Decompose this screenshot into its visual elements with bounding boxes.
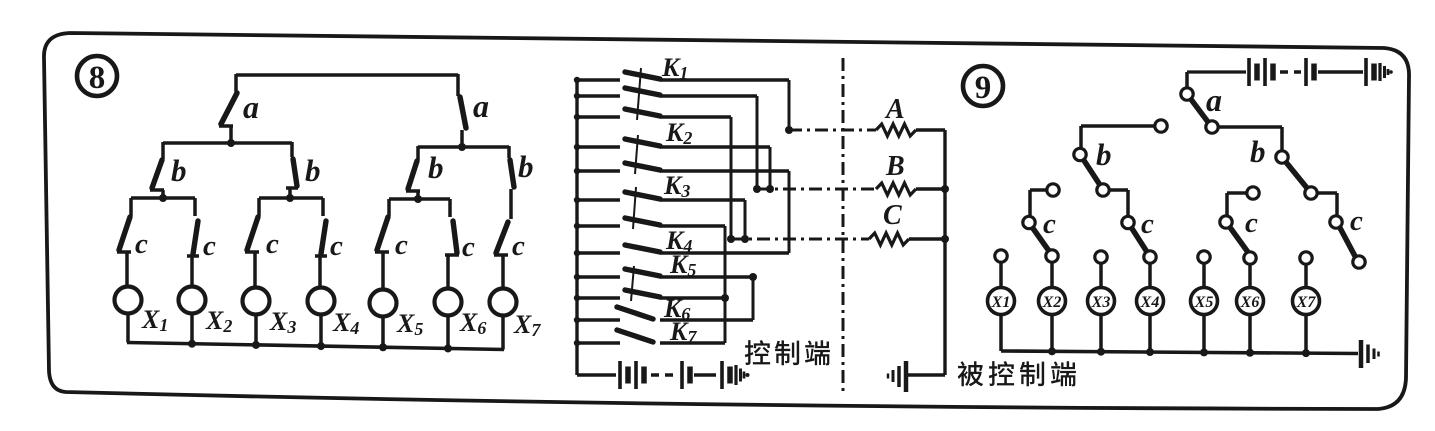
svg-text:X1: X1: [991, 294, 1011, 311]
svg-text:c: c: [203, 230, 216, 262]
svg-text:K5: K5: [669, 250, 696, 280]
svg-text:c: c: [1141, 208, 1154, 240]
svg-text:K3: K3: [663, 171, 690, 201]
svg-text:c: c: [135, 228, 148, 260]
svg-text:X2: X2: [1042, 294, 1062, 311]
svg-text:9: 9: [975, 70, 992, 106]
svg-text:A: A: [884, 94, 905, 125]
svg-text:X3: X3: [1091, 294, 1111, 311]
svg-text:b: b: [1250, 134, 1266, 169]
svg-text:b: b: [1096, 137, 1112, 172]
svg-text:C: C: [883, 200, 902, 231]
svg-text:a: a: [243, 89, 259, 125]
svg-text:X6: X6: [1240, 294, 1260, 311]
svg-text:c: c: [330, 230, 343, 262]
svg-text:b: b: [428, 150, 444, 185]
svg-text:X1: X1: [141, 305, 168, 335]
svg-text:X6: X6: [459, 308, 486, 338]
svg-text:c: c: [462, 231, 475, 263]
svg-text:a: a: [473, 88, 489, 124]
svg-text:X7: X7: [1296, 294, 1317, 311]
svg-text:X4: X4: [332, 308, 359, 338]
svg-text:c: c: [512, 230, 525, 262]
svg-text:K2: K2: [665, 118, 692, 148]
svg-text:b: b: [171, 153, 187, 188]
svg-text:b: b: [518, 149, 534, 184]
svg-text:X4: X4: [1140, 294, 1160, 311]
svg-text:X3: X3: [269, 307, 296, 337]
svg-text:c: c: [1245, 207, 1258, 239]
svg-text:c: c: [1350, 205, 1363, 237]
svg-text:8: 8: [89, 60, 106, 96]
svg-text:B: B: [885, 151, 905, 182]
svg-text:a: a: [1206, 82, 1222, 118]
svg-text:K1: K1: [661, 53, 688, 83]
svg-text:X7: X7: [513, 310, 541, 340]
svg-text:X5: X5: [1194, 294, 1214, 311]
svg-text:c: c: [395, 229, 408, 261]
svg-text:b: b: [305, 153, 321, 188]
svg-text:c: c: [266, 228, 279, 260]
svg-text:X5: X5: [396, 309, 423, 339]
svg-text:X2: X2: [205, 306, 232, 336]
svg-text:c: c: [1043, 208, 1056, 240]
